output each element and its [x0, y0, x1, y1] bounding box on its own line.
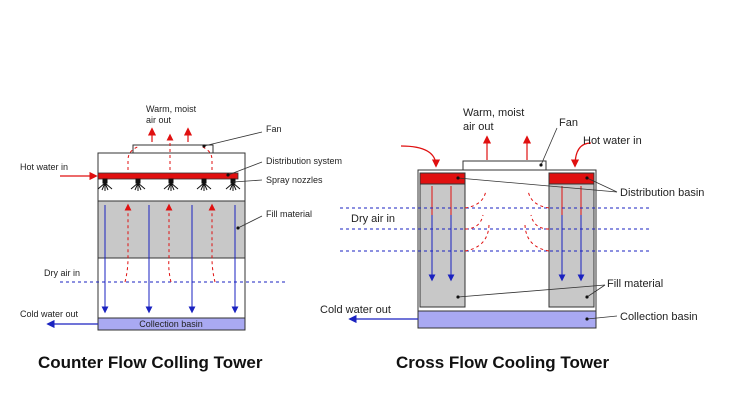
cross-dry-air-lines	[340, 207, 650, 252]
cross-leader-lines	[456, 127, 618, 321]
counter-hot-water-label: Hot water in	[20, 162, 68, 172]
counter-air-flow	[124, 133, 216, 283]
counter-dry-air-lines	[60, 281, 285, 283]
counter-fill-label: Fill material	[266, 209, 312, 219]
cross-left-hot-water-arrow	[400, 145, 441, 168]
cross-flow-caption: Cross Flow Cooling Tower	[396, 353, 610, 372]
counter-fill-material	[97, 200, 246, 259]
cross-fan-label: Fan	[559, 117, 578, 129]
cross-right-fill	[548, 182, 595, 308]
counter-dry-air-label: Dry air in	[44, 268, 80, 278]
cross-dry-air-label: Dry air in	[351, 213, 395, 225]
cross-left-distribution-basin	[419, 172, 466, 185]
counter-distribution-label: Distribution system	[266, 156, 342, 166]
cross-hot-water-fall	[431, 186, 582, 215]
counter-leader-lines	[202, 131, 263, 230]
cross-air-flow	[464, 189, 550, 252]
counter-cold-water-label: Cold water out	[20, 309, 79, 319]
counter-basin-label: Collection basin	[139, 319, 203, 329]
counter-flow-tower: Warm, moist air out Fan Hot water in Dis…	[20, 104, 342, 372]
cross-cold-water-label: Cold water out	[320, 304, 391, 316]
cross-hot-water-label: Hot water in	[583, 135, 642, 147]
cross-flow-tower: Warm, moist air out Fan Hot water in Dis…	[320, 107, 704, 372]
cross-fill-label: Fill material	[607, 278, 663, 290]
counter-flow-caption: Counter Flow Colling Tower	[38, 353, 263, 372]
counter-spray-nozzles-label: Spray nozzles	[266, 175, 323, 185]
cross-right-hot-water-arrow	[570, 142, 592, 168]
counter-water-flow	[101, 205, 239, 314]
counter-air-out-arrows	[147, 127, 193, 142]
cross-basin-label: Collection basin	[620, 311, 698, 323]
cross-fan-housing	[462, 160, 547, 171]
counter-distribution-pipe	[97, 172, 239, 180]
counter-air-out-label-2: air out	[146, 115, 172, 125]
cross-collection-basin	[417, 310, 597, 329]
cross-left-fill	[419, 182, 466, 308]
spray-nozzles	[97, 178, 241, 191]
counter-air-out-label-1: Warm, moist	[146, 104, 197, 114]
cross-distribution-label: Distribution basin	[620, 187, 704, 199]
cross-right-distribution-basin	[548, 172, 595, 185]
counter-fan-label: Fan	[266, 124, 282, 134]
cross-air-out-label-1: Warm, moist	[463, 107, 524, 119]
counter-fan-housing	[132, 144, 214, 154]
cross-air-out-label-2: air out	[463, 121, 494, 133]
cross-air-out-arrows	[482, 135, 532, 160]
